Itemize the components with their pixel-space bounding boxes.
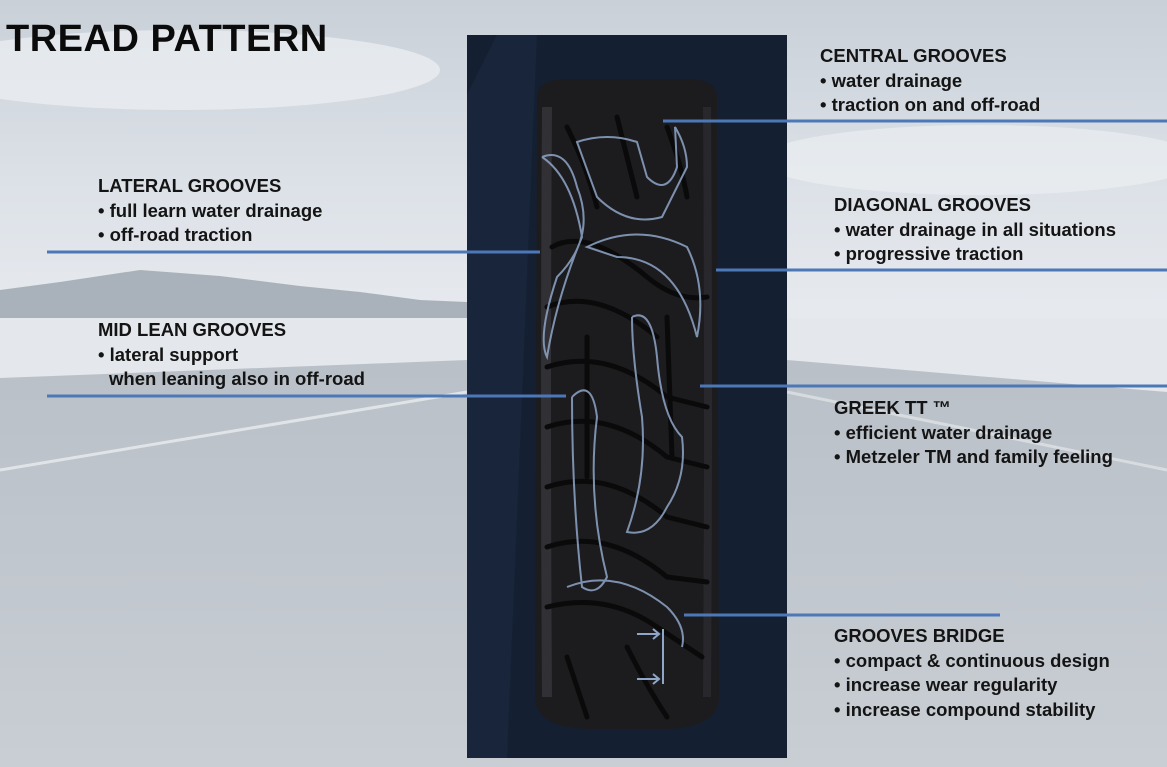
central-grooves-item: • water drainage (820, 69, 963, 91)
mid-lean-grooves-item: • lateral support (98, 343, 239, 365)
grooves-bridge-item: • increase wear regularity (834, 674, 1058, 695)
mid-lean-grooves-label: MID LEAN GROOVES • lateral support when … (98, 318, 365, 392)
cloud (0, 30, 440, 110)
grooves-bridge-label: GROOVES BRIDGE • compact & continuous de… (834, 624, 1110, 722)
road-edge (786, 390, 1167, 472)
tire-highlight (541, 106, 552, 698)
diagonal-groove-outline (584, 233, 702, 338)
cloud (760, 125, 1167, 195)
tire-panel (467, 35, 787, 758)
grooves-bridge-item: • increase compound stability (834, 698, 1096, 720)
lateral-grooves-heading: LATERAL GROOVES (98, 175, 282, 196)
road-edge (0, 390, 468, 472)
groove-outlines (541, 126, 702, 648)
grooves-bridge-item: • compact & continuous design (834, 649, 1110, 671)
central-grooves-heading: CENTRAL GROOVES (820, 45, 1007, 66)
central-grooves-item: • traction on and off-road (820, 94, 1041, 115)
mid-lean-grooves-heading: MID LEAN GROOVES (98, 319, 287, 340)
diagonal-grooves-item: • water drainage in all situations (834, 218, 1116, 240)
greek-tt-outline (625, 314, 684, 534)
central-groove-outline (575, 126, 689, 221)
tread-blocks (544, 114, 710, 720)
grooves-bridge-heading: GROOVES BRIDGE (834, 625, 1005, 646)
lateral-grooves-label: LATERAL GROOVES • full learn water drain… (98, 174, 322, 248)
lateral-grooves-item: • off-road traction (98, 224, 253, 245)
page-title: TREAD PATTERN (6, 18, 328, 60)
diagonal-grooves-heading: DIAGONAL GROOVES (834, 194, 1032, 215)
mid-lean-groove-outline (571, 389, 609, 592)
greek-tt-label: GREEK TT ™ • efficient water drainage • … (834, 396, 1113, 470)
lateral-groove-outline (541, 154, 585, 361)
central-grooves-label: CENTRAL GROOVES • water drainage • tract… (820, 44, 1040, 118)
tire (535, 79, 719, 729)
mid-lean-grooves-item: when leaning also in off-road (109, 368, 365, 389)
distant-hills (0, 270, 467, 320)
greek-tt-item: • efficient water drainage (834, 421, 1053, 443)
greek-tt-item: • Metzeler TM and family feeling (834, 446, 1113, 467)
lateral-grooves-item: • full learn water drainage (98, 199, 323, 221)
bridge-arrows (637, 628, 664, 685)
bridge-outline (566, 579, 684, 648)
diagonal-grooves-item: • progressive traction (834, 243, 1024, 264)
diagonal-grooves-label: DIAGONAL GROOVES • water drainage in all… (834, 193, 1116, 267)
greek-tt-heading: GREEK TT ™ (834, 397, 952, 418)
tire-highlight (703, 106, 712, 698)
